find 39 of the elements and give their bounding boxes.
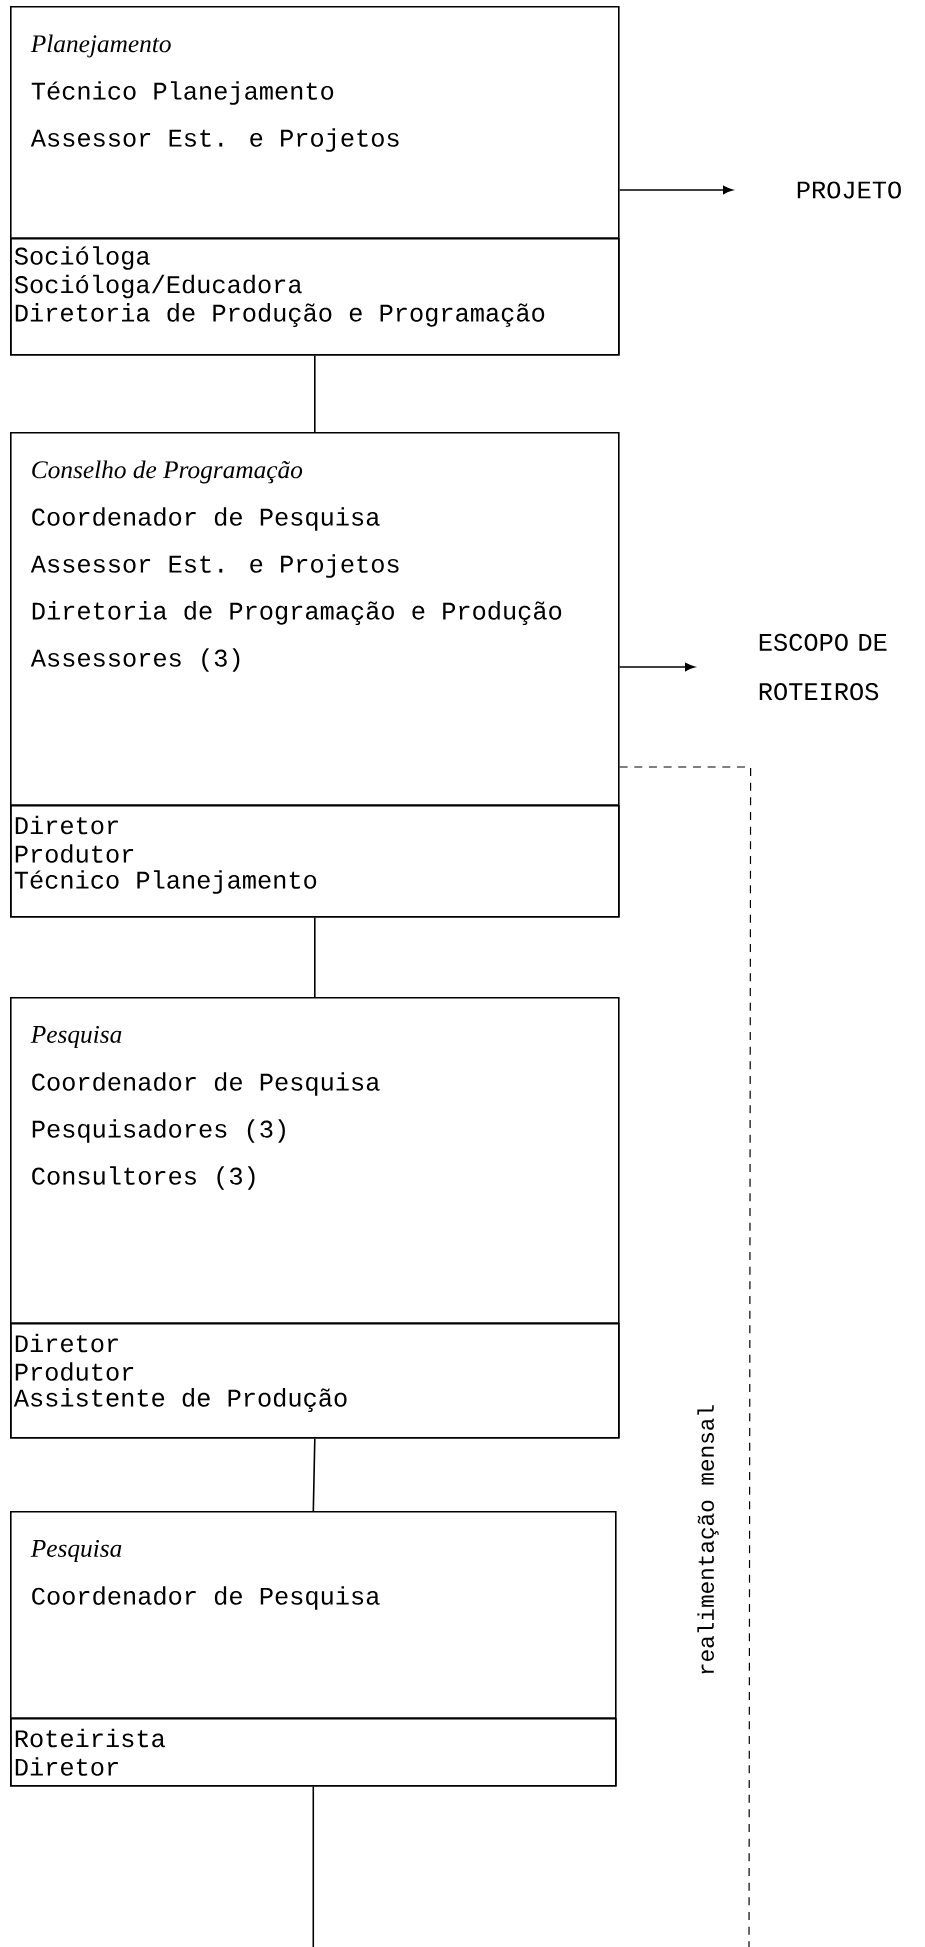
role-label: Diretoria de Programação e Produção xyxy=(32,601,562,625)
staff-compartment xyxy=(10,805,620,918)
role-label: Produtor xyxy=(15,1362,134,1381)
staff-compartment xyxy=(10,1323,620,1439)
role-label: Coordenador de Pesquisa xyxy=(32,507,380,531)
role-label: Pesquisadores (3) xyxy=(32,1119,285,1143)
section-heading: Pesquisa xyxy=(30,1025,122,1049)
role-label: Socióloga xyxy=(14,246,150,270)
role-label: Consultores (3) xyxy=(32,1166,255,1190)
section-heading: Planejamento xyxy=(30,34,171,58)
role-label: Assessor Est. e Projetos xyxy=(30,128,399,152)
role-label: Produtor xyxy=(15,844,134,863)
role-label: Técnico Planejamento xyxy=(14,870,317,894)
section-heading: Conselho de Programação xyxy=(32,460,303,484)
role-label: Assessores (3) xyxy=(30,648,240,672)
section-heading: Pesquisa xyxy=(30,1539,122,1563)
role-label: Assistente de Produção xyxy=(13,1388,347,1412)
connector xyxy=(314,354,316,433)
role-label: Coordenador de Pesquisa xyxy=(32,1072,380,1096)
role-label: Diretor xyxy=(15,1333,118,1353)
staff-compartment xyxy=(10,238,620,356)
role-label: Roteirista xyxy=(15,1728,165,1748)
role-label: Socióloga/Educadora xyxy=(14,274,302,299)
output-label: ESCOPO DE ROTEIROS xyxy=(759,633,887,701)
role-label: Diretor xyxy=(15,815,118,835)
connector xyxy=(314,916,316,998)
connector xyxy=(618,185,733,195)
role-label: Técnico Planejamento xyxy=(31,81,334,105)
role-label: Coordenador de Pesquisa xyxy=(32,1586,380,1610)
role-label: Diretor xyxy=(15,1757,118,1776)
role-label: Assessor Est. e Projetos xyxy=(30,554,399,578)
staff-compartment xyxy=(10,1718,617,1787)
edge-label: realimentação mensal xyxy=(694,1401,722,1679)
connector xyxy=(618,662,695,672)
connector xyxy=(312,1785,315,1947)
role-label: Diretoria de Produção e Programação xyxy=(15,303,545,327)
connector xyxy=(619,766,752,1947)
output-label: PROJETO xyxy=(797,181,901,199)
connector xyxy=(312,1437,316,1512)
